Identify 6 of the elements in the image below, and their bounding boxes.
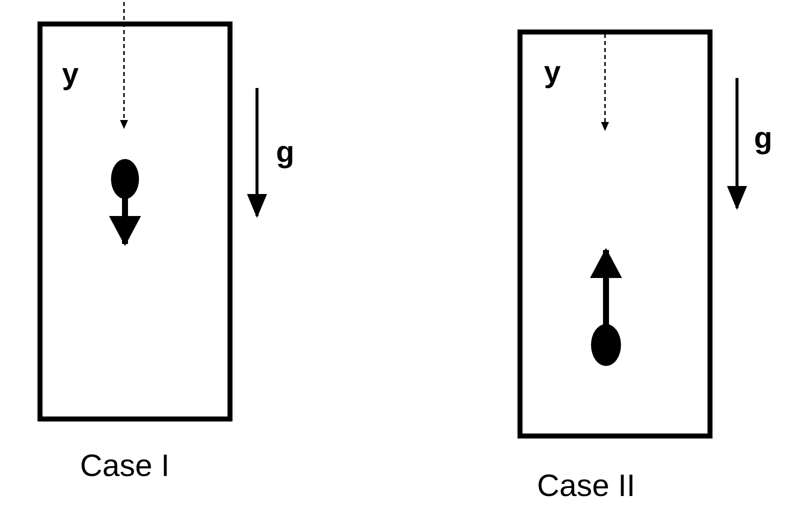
gravity-label: g bbox=[276, 138, 294, 168]
gravity-label: g bbox=[754, 124, 772, 154]
axis-label: y bbox=[62, 60, 79, 90]
axis-label: y bbox=[544, 58, 561, 88]
case-caption: Case I bbox=[80, 450, 170, 481]
case-caption: Case II bbox=[537, 470, 636, 501]
